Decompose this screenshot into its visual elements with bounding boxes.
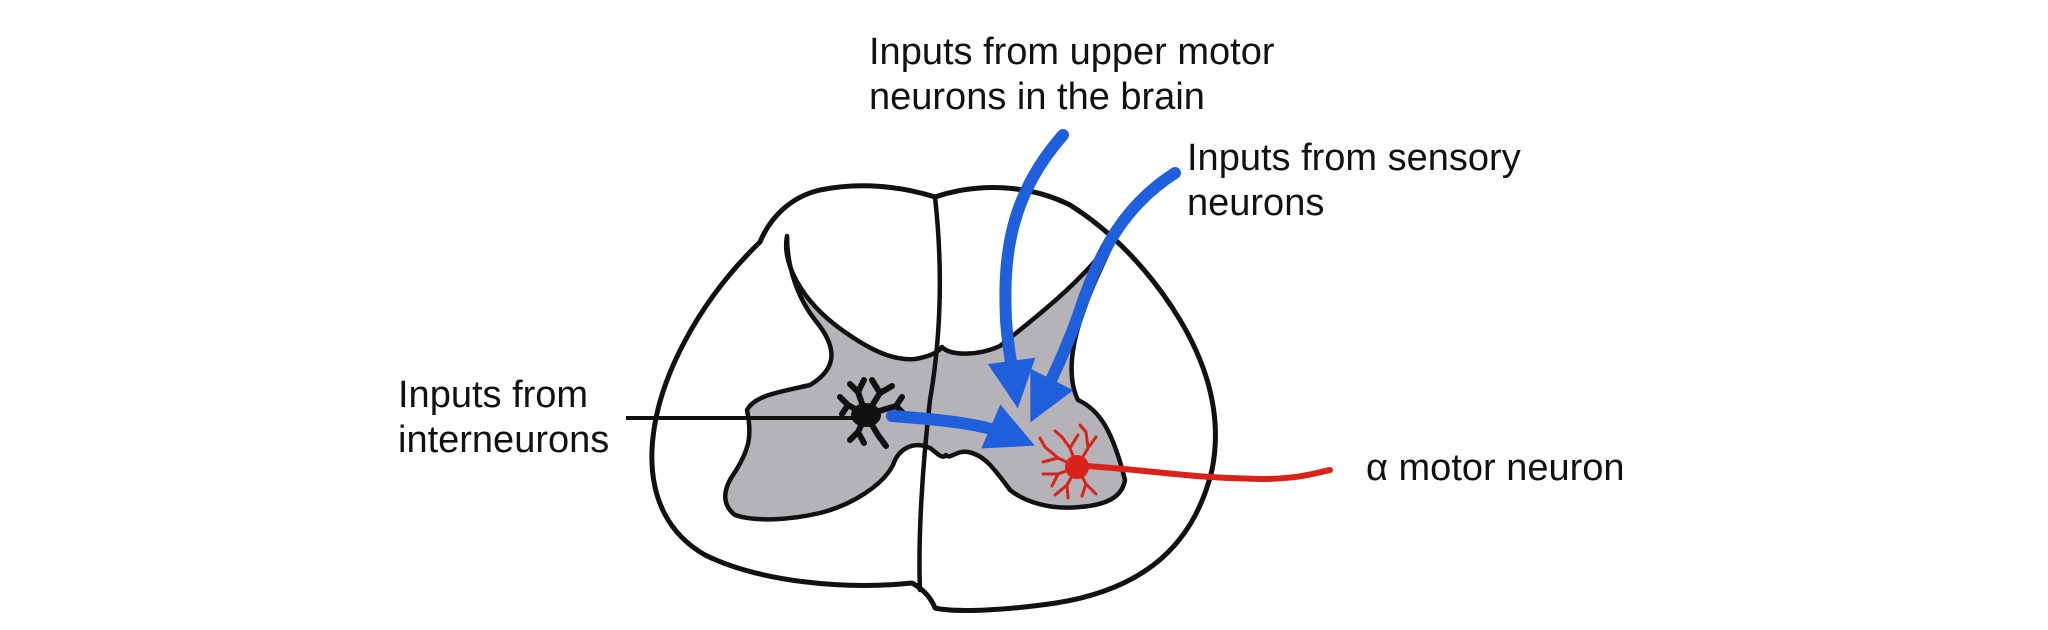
upper-motor-input-arrow — [987, 129, 1069, 409]
sensory-input-arrow — [1030, 167, 1181, 423]
upper-motor-neurons-label: Inputs from upper motor neurons in the b… — [869, 30, 1275, 120]
midline — [917, 194, 942, 593]
interneuron-input-arrow — [886, 404, 1035, 449]
sensory-neurons-label: Inputs from sensory neurons — [1187, 136, 1521, 226]
interneurons-label-line-2: interneurons — [398, 419, 610, 461]
motor-axon — [1083, 463, 1333, 483]
upper-motor-neurons-label-line-2: neurons in the brain — [869, 76, 1205, 118]
sensory-neurons-label-line-2: neurons — [1187, 182, 1325, 224]
interneurons-label-line-1: Inputs from — [398, 374, 589, 416]
sensory-neurons-label-line-1: Inputs from sensory — [1187, 137, 1521, 179]
alpha-motor-neuron-label-text: α motor neuron — [1366, 447, 1625, 489]
upper-motor-neurons-label-line-1: Inputs from upper motor — [869, 31, 1275, 73]
interneurons-label: Inputs from interneurons — [398, 373, 609, 463]
alpha-motor-neuron — [1038, 423, 1098, 500]
alpha-motor-neuron-label: α motor neuron — [1366, 446, 1625, 491]
interneuron — [837, 377, 908, 449]
